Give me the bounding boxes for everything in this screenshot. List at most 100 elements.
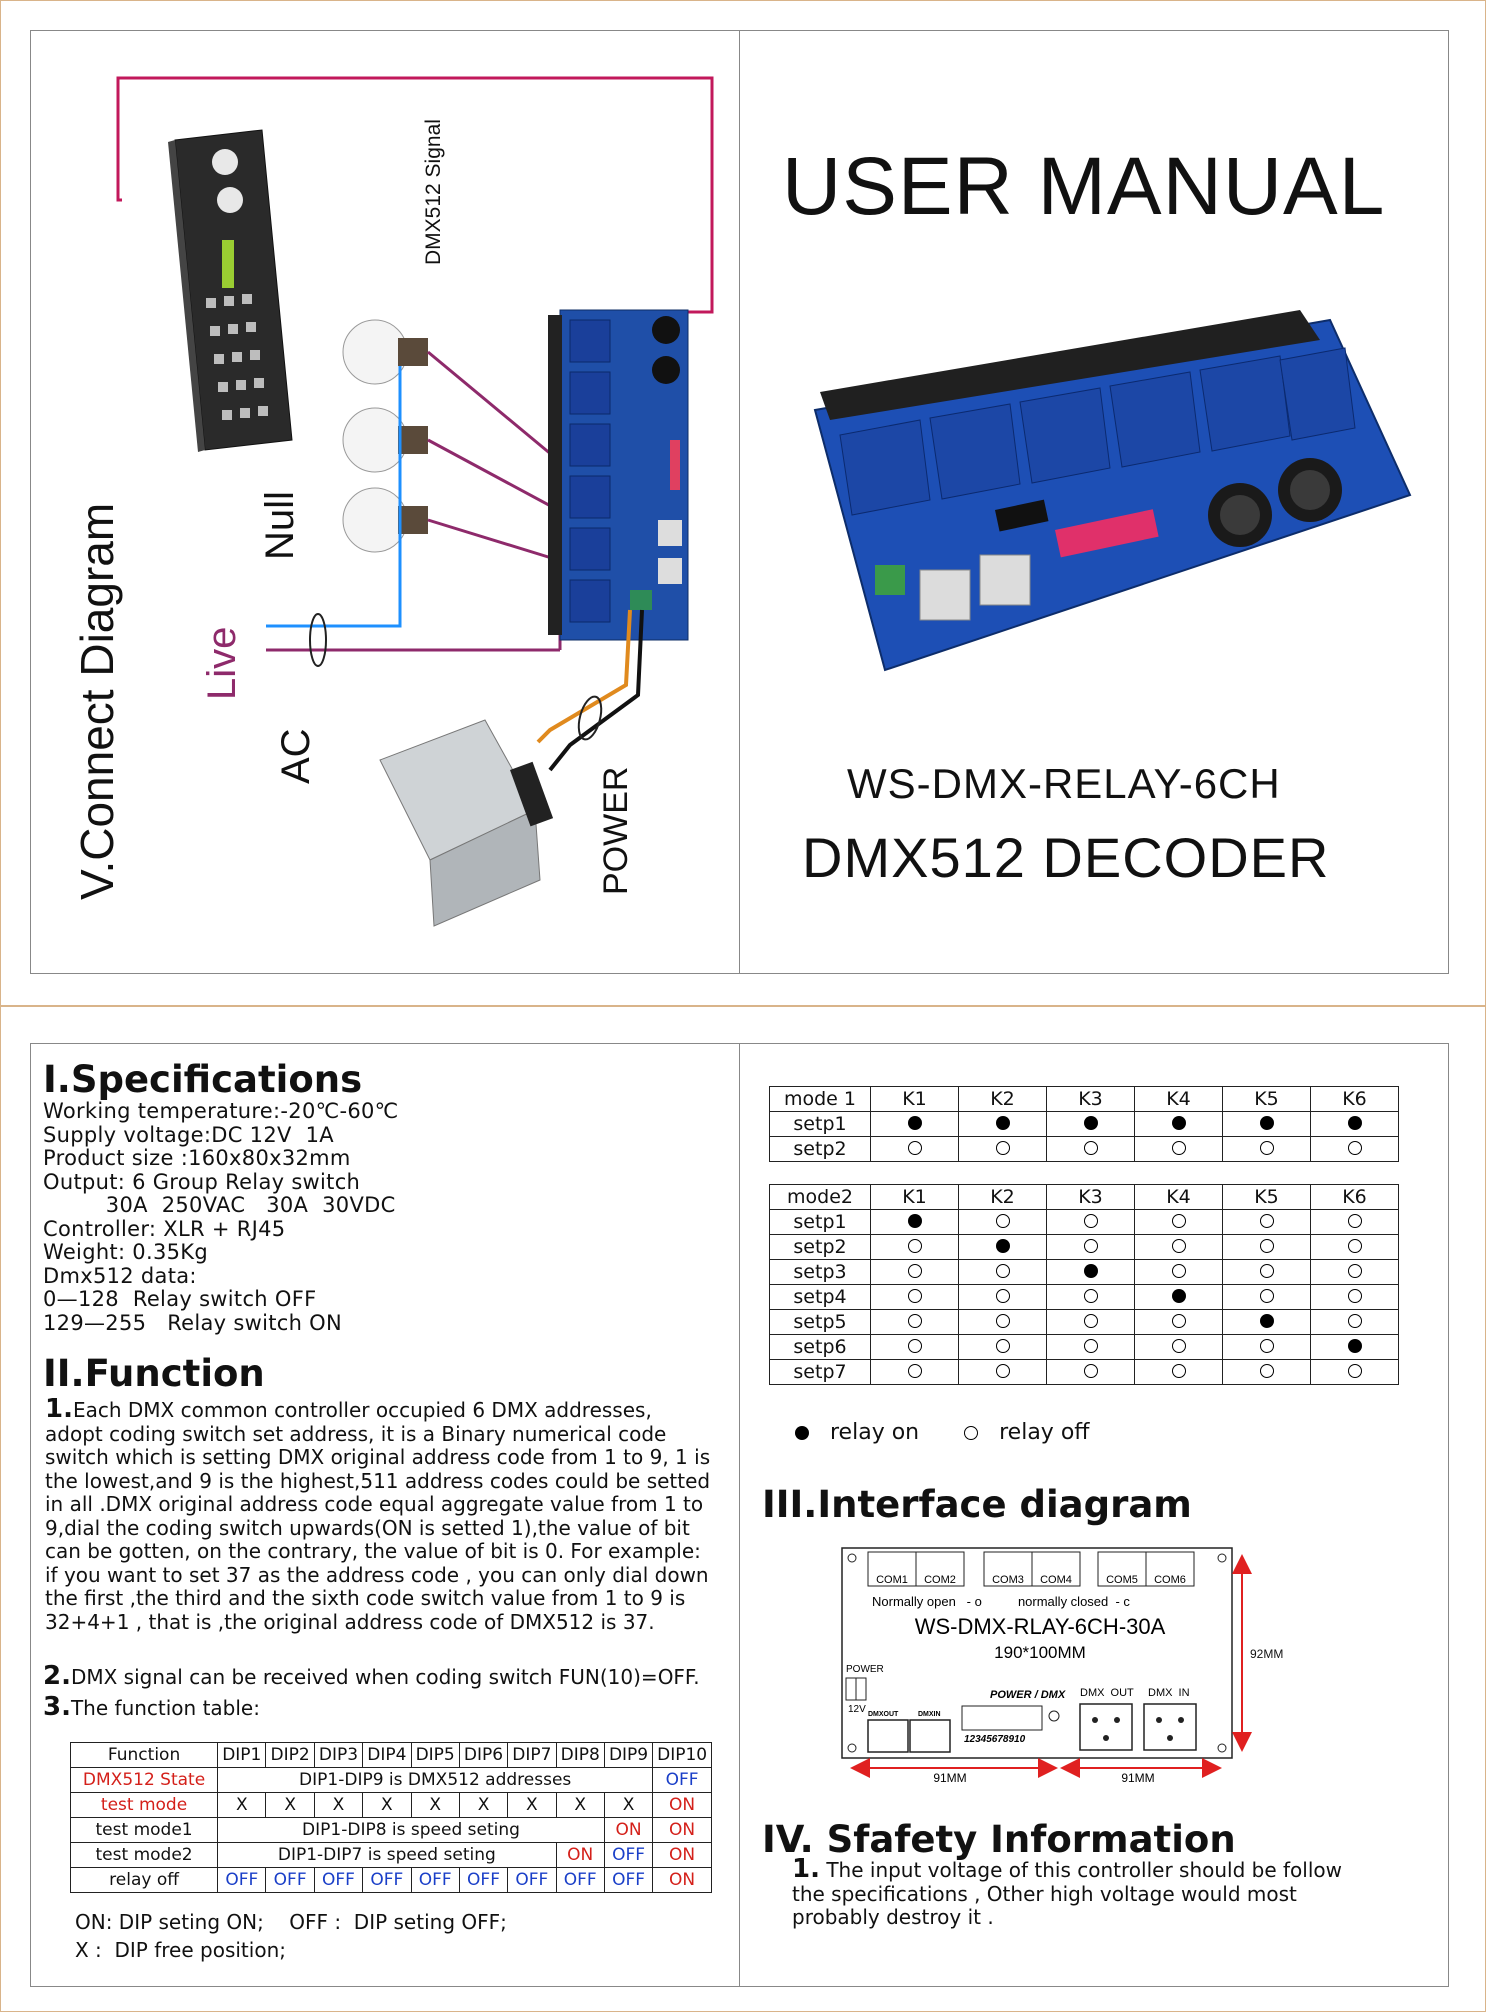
relay-off-icon bbox=[995, 1314, 1010, 1328]
relay-on-icon bbox=[1083, 1264, 1098, 1278]
state-cell bbox=[958, 1209, 1047, 1235]
row-label: test mode1 bbox=[69, 1817, 219, 1843]
com-label: COM2 bbox=[924, 1574, 956, 1586]
para-number: 3. bbox=[43, 1692, 71, 1722]
state-cell bbox=[1310, 1359, 1399, 1385]
relay-on-icon bbox=[995, 1116, 1010, 1130]
state-cell bbox=[1222, 1234, 1311, 1260]
table-row: setp1 bbox=[769, 1209, 1399, 1235]
row-label: DMX512 State bbox=[69, 1767, 219, 1793]
table-row: setp5 bbox=[769, 1309, 1399, 1335]
state-cell bbox=[958, 1234, 1047, 1260]
specs-heading: I.Specifications bbox=[43, 1058, 363, 1101]
state-cell bbox=[870, 1234, 959, 1260]
table-note-1: ON: DIP seting ON; OFF : DIP seting OFF; bbox=[75, 1910, 507, 1934]
relay-on-icon bbox=[1347, 1339, 1362, 1353]
state-cell bbox=[958, 1284, 1047, 1310]
table-header-cell: DIP4 bbox=[362, 1742, 412, 1768]
step-label: setp1 bbox=[769, 1111, 871, 1137]
spec-line: Output: 6 Group Relay switch bbox=[43, 1169, 361, 1194]
table-cell: OFF bbox=[362, 1867, 412, 1893]
state-cell bbox=[1310, 1334, 1399, 1360]
relay-off-icon bbox=[1259, 1239, 1274, 1253]
relay-off-icon bbox=[907, 1264, 922, 1278]
table-row: setp2 bbox=[769, 1234, 1399, 1260]
table-header-cell: K6 bbox=[1310, 1184, 1399, 1210]
table-row: test mode1 DIP1-DIP8 is speed seting ON … bbox=[69, 1817, 712, 1843]
spec-line: Controller: XLR + RJ45 bbox=[43, 1216, 286, 1241]
relay-off-icon bbox=[995, 1339, 1010, 1353]
dip9-cell: OFF bbox=[603, 1842, 654, 1868]
dip10-cell: ON bbox=[652, 1817, 712, 1843]
no-nc-legend: Normally open - o normally closed - c bbox=[872, 1594, 1130, 1609]
state-cell bbox=[870, 1309, 959, 1335]
legend-on-label: relay on bbox=[830, 1420, 920, 1445]
rj45-port-icon bbox=[909, 1719, 951, 1753]
table-header-cell: mode 1 bbox=[769, 1086, 871, 1112]
spec-line: Working temperature:-20℃-60℃ bbox=[43, 1099, 399, 1123]
dip10-cell: ON bbox=[652, 1792, 712, 1818]
relay-off-icon bbox=[1171, 1314, 1186, 1328]
relay-off-icon bbox=[907, 1289, 922, 1303]
spec-line: Dmx512 data: bbox=[43, 1263, 197, 1288]
relay-legend: relay on relay off bbox=[795, 1420, 1089, 1445]
relay-off-icon bbox=[1083, 1239, 1098, 1253]
relay-off-icon bbox=[1083, 1364, 1098, 1378]
state-cell bbox=[1310, 1284, 1399, 1310]
table-header-cell: DIP10 bbox=[652, 1742, 712, 1768]
function-table: Function DIP1 DIP2 DIP3 DIP4 DIP5 DIP6 D… bbox=[69, 1742, 712, 1893]
light-bulb-icon bbox=[342, 407, 428, 473]
table-cell: X bbox=[603, 1792, 654, 1818]
table-header-cell: K1 bbox=[870, 1086, 959, 1112]
state-cell bbox=[1310, 1259, 1399, 1285]
table-cell: X bbox=[265, 1792, 315, 1818]
relay-off-icon bbox=[1347, 1314, 1362, 1328]
table-header-row: Function DIP1 DIP2 DIP3 DIP4 DIP5 DIP6 D… bbox=[69, 1742, 712, 1768]
state-cell bbox=[870, 1259, 959, 1285]
table-cell: OFF bbox=[410, 1867, 460, 1893]
dip9-cell: ON bbox=[603, 1817, 654, 1843]
relay-on-icon bbox=[995, 1239, 1010, 1253]
state-cell bbox=[1046, 1259, 1135, 1285]
relay-on-icon bbox=[1259, 1314, 1274, 1328]
state-cell bbox=[1046, 1234, 1135, 1260]
state-cell bbox=[958, 1259, 1047, 1285]
table-cell: OFF bbox=[555, 1867, 605, 1893]
relay-off-icon bbox=[1259, 1364, 1274, 1378]
com-label: COM6 bbox=[1154, 1574, 1186, 1586]
state-cell bbox=[1046, 1209, 1135, 1235]
dmx-in-label: DMX IN bbox=[1148, 1687, 1190, 1699]
relay-off-icon bbox=[907, 1314, 922, 1328]
state-cell bbox=[958, 1309, 1047, 1335]
relay-off-icon bbox=[1171, 1141, 1186, 1155]
state-cell bbox=[1134, 1234, 1223, 1260]
state-cell bbox=[1310, 1234, 1399, 1260]
relay-off-icon bbox=[1171, 1214, 1186, 1228]
table-header-cell: K6 bbox=[1310, 1086, 1399, 1112]
relay-off-icon bbox=[1083, 1214, 1098, 1228]
connect-diagram-heading: V.Connect Diagram bbox=[71, 502, 123, 900]
relay-off-icon bbox=[1259, 1339, 1274, 1353]
null-label: Null bbox=[258, 491, 302, 560]
table-header-cell: DIP7 bbox=[507, 1742, 557, 1768]
safety-heading: IV. Sfafety Information bbox=[762, 1818, 1236, 1861]
function-heading: II.Function bbox=[43, 1352, 265, 1395]
table-header-cell: Function bbox=[69, 1742, 219, 1768]
dip-switch-icon bbox=[961, 1705, 1043, 1731]
state-cell bbox=[870, 1111, 959, 1137]
relay-on-icon bbox=[1347, 1116, 1362, 1130]
cover-title: USER MANUAL bbox=[782, 141, 1386, 232]
table-header-cell: mode2 bbox=[769, 1184, 871, 1210]
relay-on-icon bbox=[907, 1214, 922, 1228]
relay-off-icon bbox=[907, 1339, 922, 1353]
state-cell bbox=[1222, 1136, 1311, 1162]
state-cell bbox=[1046, 1111, 1135, 1137]
cover-model: WS-DMX-RELAY-6CH bbox=[847, 760, 1281, 807]
table-header-cell: K2 bbox=[958, 1086, 1047, 1112]
spec-line: Supply voltage:DC 12V 1A bbox=[43, 1122, 334, 1147]
state-cell bbox=[1134, 1209, 1223, 1235]
com-label: COM5 bbox=[1106, 1574, 1138, 1586]
cover-panel bbox=[739, 30, 1449, 974]
relay-off-icon bbox=[1171, 1264, 1186, 1278]
